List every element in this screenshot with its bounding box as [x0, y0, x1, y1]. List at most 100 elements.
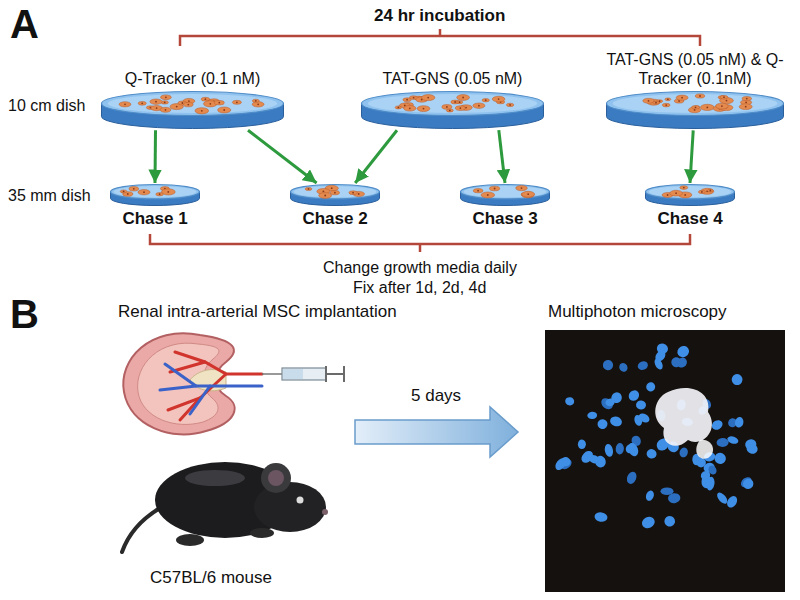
cell-nucleus	[141, 103, 143, 105]
cell-nucleus	[667, 99, 669, 101]
nucleus	[596, 417, 609, 430]
cell	[490, 186, 500, 191]
mouse-illustration	[122, 462, 328, 552]
cell-nucleus	[459, 101, 461, 103]
chase-label: Chase 3	[455, 209, 555, 229]
chase-label: Chase 2	[285, 209, 385, 229]
syringe-plunger	[326, 366, 344, 382]
cell-nucleus	[257, 104, 259, 106]
nucleus	[618, 361, 629, 373]
cell-nucleus	[127, 193, 129, 195]
label-text: 5 days	[411, 386, 461, 406]
green-arrow	[355, 130, 397, 183]
cell-nucleus	[462, 97, 464, 99]
nucleus	[594, 455, 607, 469]
mouse-ear-inner	[268, 470, 284, 486]
cell-nucleus	[323, 191, 325, 193]
renal-artery	[175, 352, 262, 374]
cell-nucleus	[124, 104, 126, 106]
cell	[521, 192, 534, 198]
cell-nucleus	[334, 192, 336, 194]
petri-dish	[109, 183, 201, 207]
cell-nucleus	[521, 187, 523, 189]
incubation-bracket	[439, 29, 442, 36]
cell-nucleus	[133, 188, 135, 190]
dish-medium	[108, 94, 277, 113]
nucleus	[559, 455, 572, 468]
petri-dish	[100, 90, 285, 130]
label-text: 10 cm dish	[8, 96, 85, 115]
cell	[150, 99, 162, 104]
dish-top	[646, 185, 735, 199]
cell-nucleus	[699, 95, 701, 97]
dish-top	[461, 185, 550, 199]
nucleus	[661, 488, 674, 496]
cell	[670, 190, 683, 196]
petri-dish	[644, 183, 736, 207]
dish-top	[362, 92, 544, 116]
cell-nucleus	[176, 106, 178, 108]
cell	[319, 193, 332, 199]
cell-nucleus	[721, 106, 723, 108]
cell-nucleus	[358, 193, 360, 195]
cell-nucleus	[745, 102, 747, 104]
treatment-label: TAT-GNS (0.05 nM) & Q-Tracker (0.1nM)	[605, 50, 785, 88]
cell-nucleus	[683, 187, 685, 189]
nucleus	[625, 470, 638, 485]
cell	[492, 96, 505, 102]
cell-nucleus	[449, 110, 451, 112]
chase-label: Chase 1	[105, 209, 205, 229]
label-text: Change growth media daily	[323, 258, 517, 277]
cell-nucleus	[188, 100, 190, 102]
nucleus	[633, 414, 643, 427]
dish-top	[607, 92, 784, 116]
chase-dish-node: Chase 1	[105, 183, 205, 229]
nucleus	[726, 435, 739, 445]
cell	[522, 191, 535, 197]
cell-nucleus	[218, 102, 220, 104]
label-text: Multiphoton microscopy	[548, 302, 727, 322]
cell	[665, 98, 671, 101]
nucleus	[710, 418, 724, 431]
cell	[653, 102, 659, 105]
cell	[643, 99, 654, 104]
nucleus	[579, 449, 595, 465]
nucleus	[615, 443, 624, 455]
cell-nucleus	[143, 191, 145, 193]
panel-letter: A	[10, 0, 39, 48]
nucleus	[594, 511, 608, 522]
cell	[457, 95, 470, 101]
renal-vein	[165, 364, 196, 386]
mouse-nose	[322, 509, 328, 515]
nucleus	[644, 489, 655, 502]
cell	[232, 100, 241, 104]
cell	[161, 95, 172, 100]
cell	[456, 101, 462, 104]
cell	[417, 106, 430, 112]
cell-nucleus	[209, 103, 211, 105]
petri-dish	[459, 183, 551, 207]
cell-nucleus	[255, 100, 257, 102]
mouse-head	[254, 482, 326, 532]
cell-nucleus	[477, 190, 479, 192]
nucleus	[636, 400, 647, 410]
tracer-signal	[696, 440, 713, 459]
cell	[739, 104, 752, 110]
label-text: 24 hr incubation	[374, 6, 505, 26]
chase-bracket	[419, 244, 422, 252]
chase-dish-node: Chase 3	[455, 183, 555, 229]
dish-medium	[464, 186, 547, 198]
kidney-illustration	[123, 333, 262, 434]
cell-nucleus	[159, 193, 161, 195]
nucleus	[609, 415, 623, 428]
nucleus	[602, 359, 613, 371]
cell-nucleus	[446, 106, 448, 108]
cell-nucleus	[494, 188, 496, 190]
cell	[129, 187, 139, 191]
nucleus	[604, 443, 615, 457]
cell	[349, 191, 357, 195]
cell	[305, 187, 312, 190]
cell	[473, 103, 485, 108]
